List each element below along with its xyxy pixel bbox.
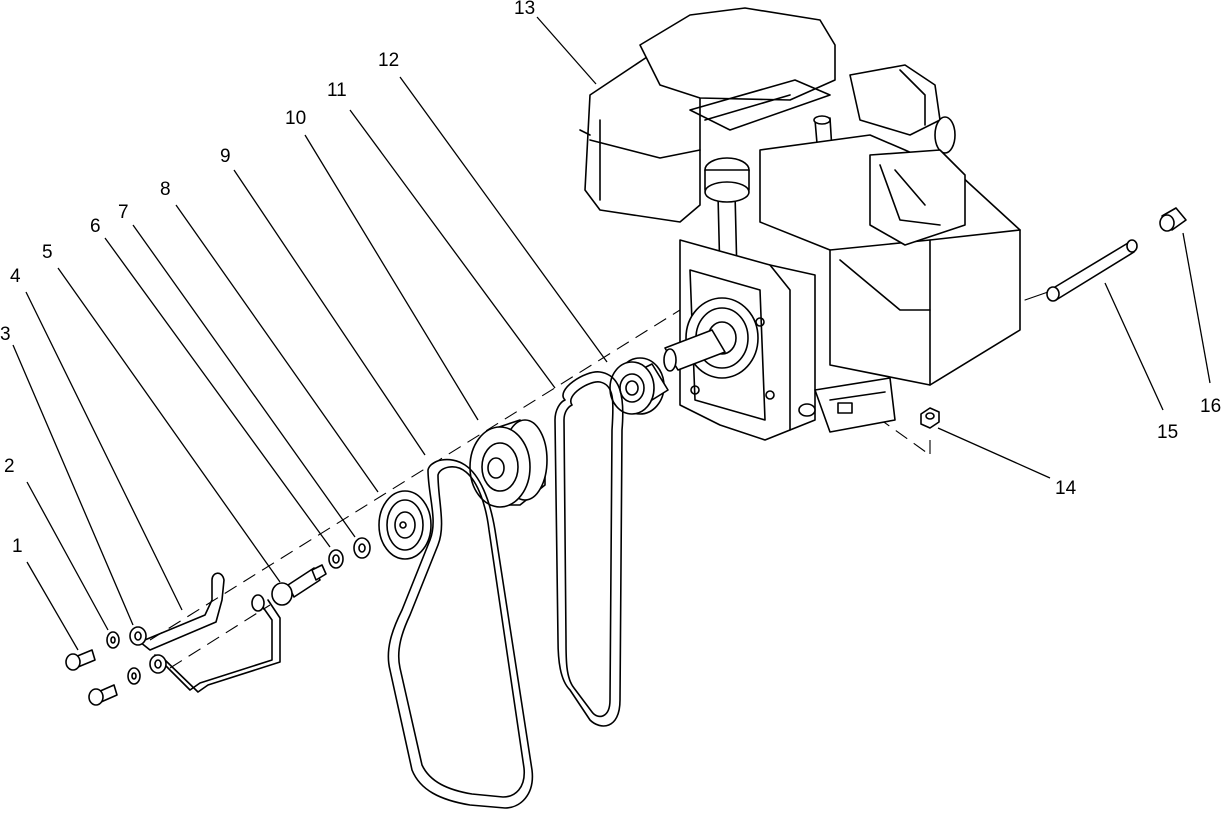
callout-6: 6 <box>90 216 101 237</box>
leader-lines <box>12 16 1211 651</box>
hex-bolt-1 <box>65 649 118 706</box>
callout-4: 4 <box>10 266 21 287</box>
callout-16: 16 <box>1200 396 1221 417</box>
lock-washer-6 <box>328 549 344 569</box>
callout-15: 15 <box>1157 422 1178 443</box>
callout-3: 3 <box>0 324 11 345</box>
idler-bracket <box>139 572 281 693</box>
spacer-rod <box>1046 239 1138 302</box>
drive-belt-short <box>554 371 624 727</box>
alignment-lines <box>149 291 1049 669</box>
callout-1: 1 <box>12 536 23 557</box>
callout-8: 8 <box>160 179 171 200</box>
callout-labels: 1 2 3 4 5 6 7 8 9 10 11 12 13 14 15 16 <box>0 0 1221 557</box>
drive-pulley-drum <box>469 419 548 508</box>
idler-pulley <box>378 490 432 560</box>
hex-nut <box>920 407 940 429</box>
engine-assembly <box>579 7 1021 441</box>
callout-11: 11 <box>327 80 347 101</box>
callout-7: 7 <box>118 202 129 223</box>
drive-belt-long <box>387 458 534 809</box>
callout-5: 5 <box>42 242 53 263</box>
drive-pulley-small <box>609 357 669 415</box>
callout-2: 2 <box>4 456 15 477</box>
shoulder-bolt <box>271 564 327 606</box>
lock-washer-2 <box>106 631 141 685</box>
coupling-nut <box>1159 207 1187 232</box>
flat-washer-7 <box>353 537 371 559</box>
callout-10: 10 <box>285 108 306 129</box>
callout-9: 9 <box>220 146 231 167</box>
callout-13: 13 <box>514 0 535 19</box>
callout-12: 12 <box>378 50 399 71</box>
callout-14: 14 <box>1055 478 1077 499</box>
washer-3 <box>129 626 167 674</box>
